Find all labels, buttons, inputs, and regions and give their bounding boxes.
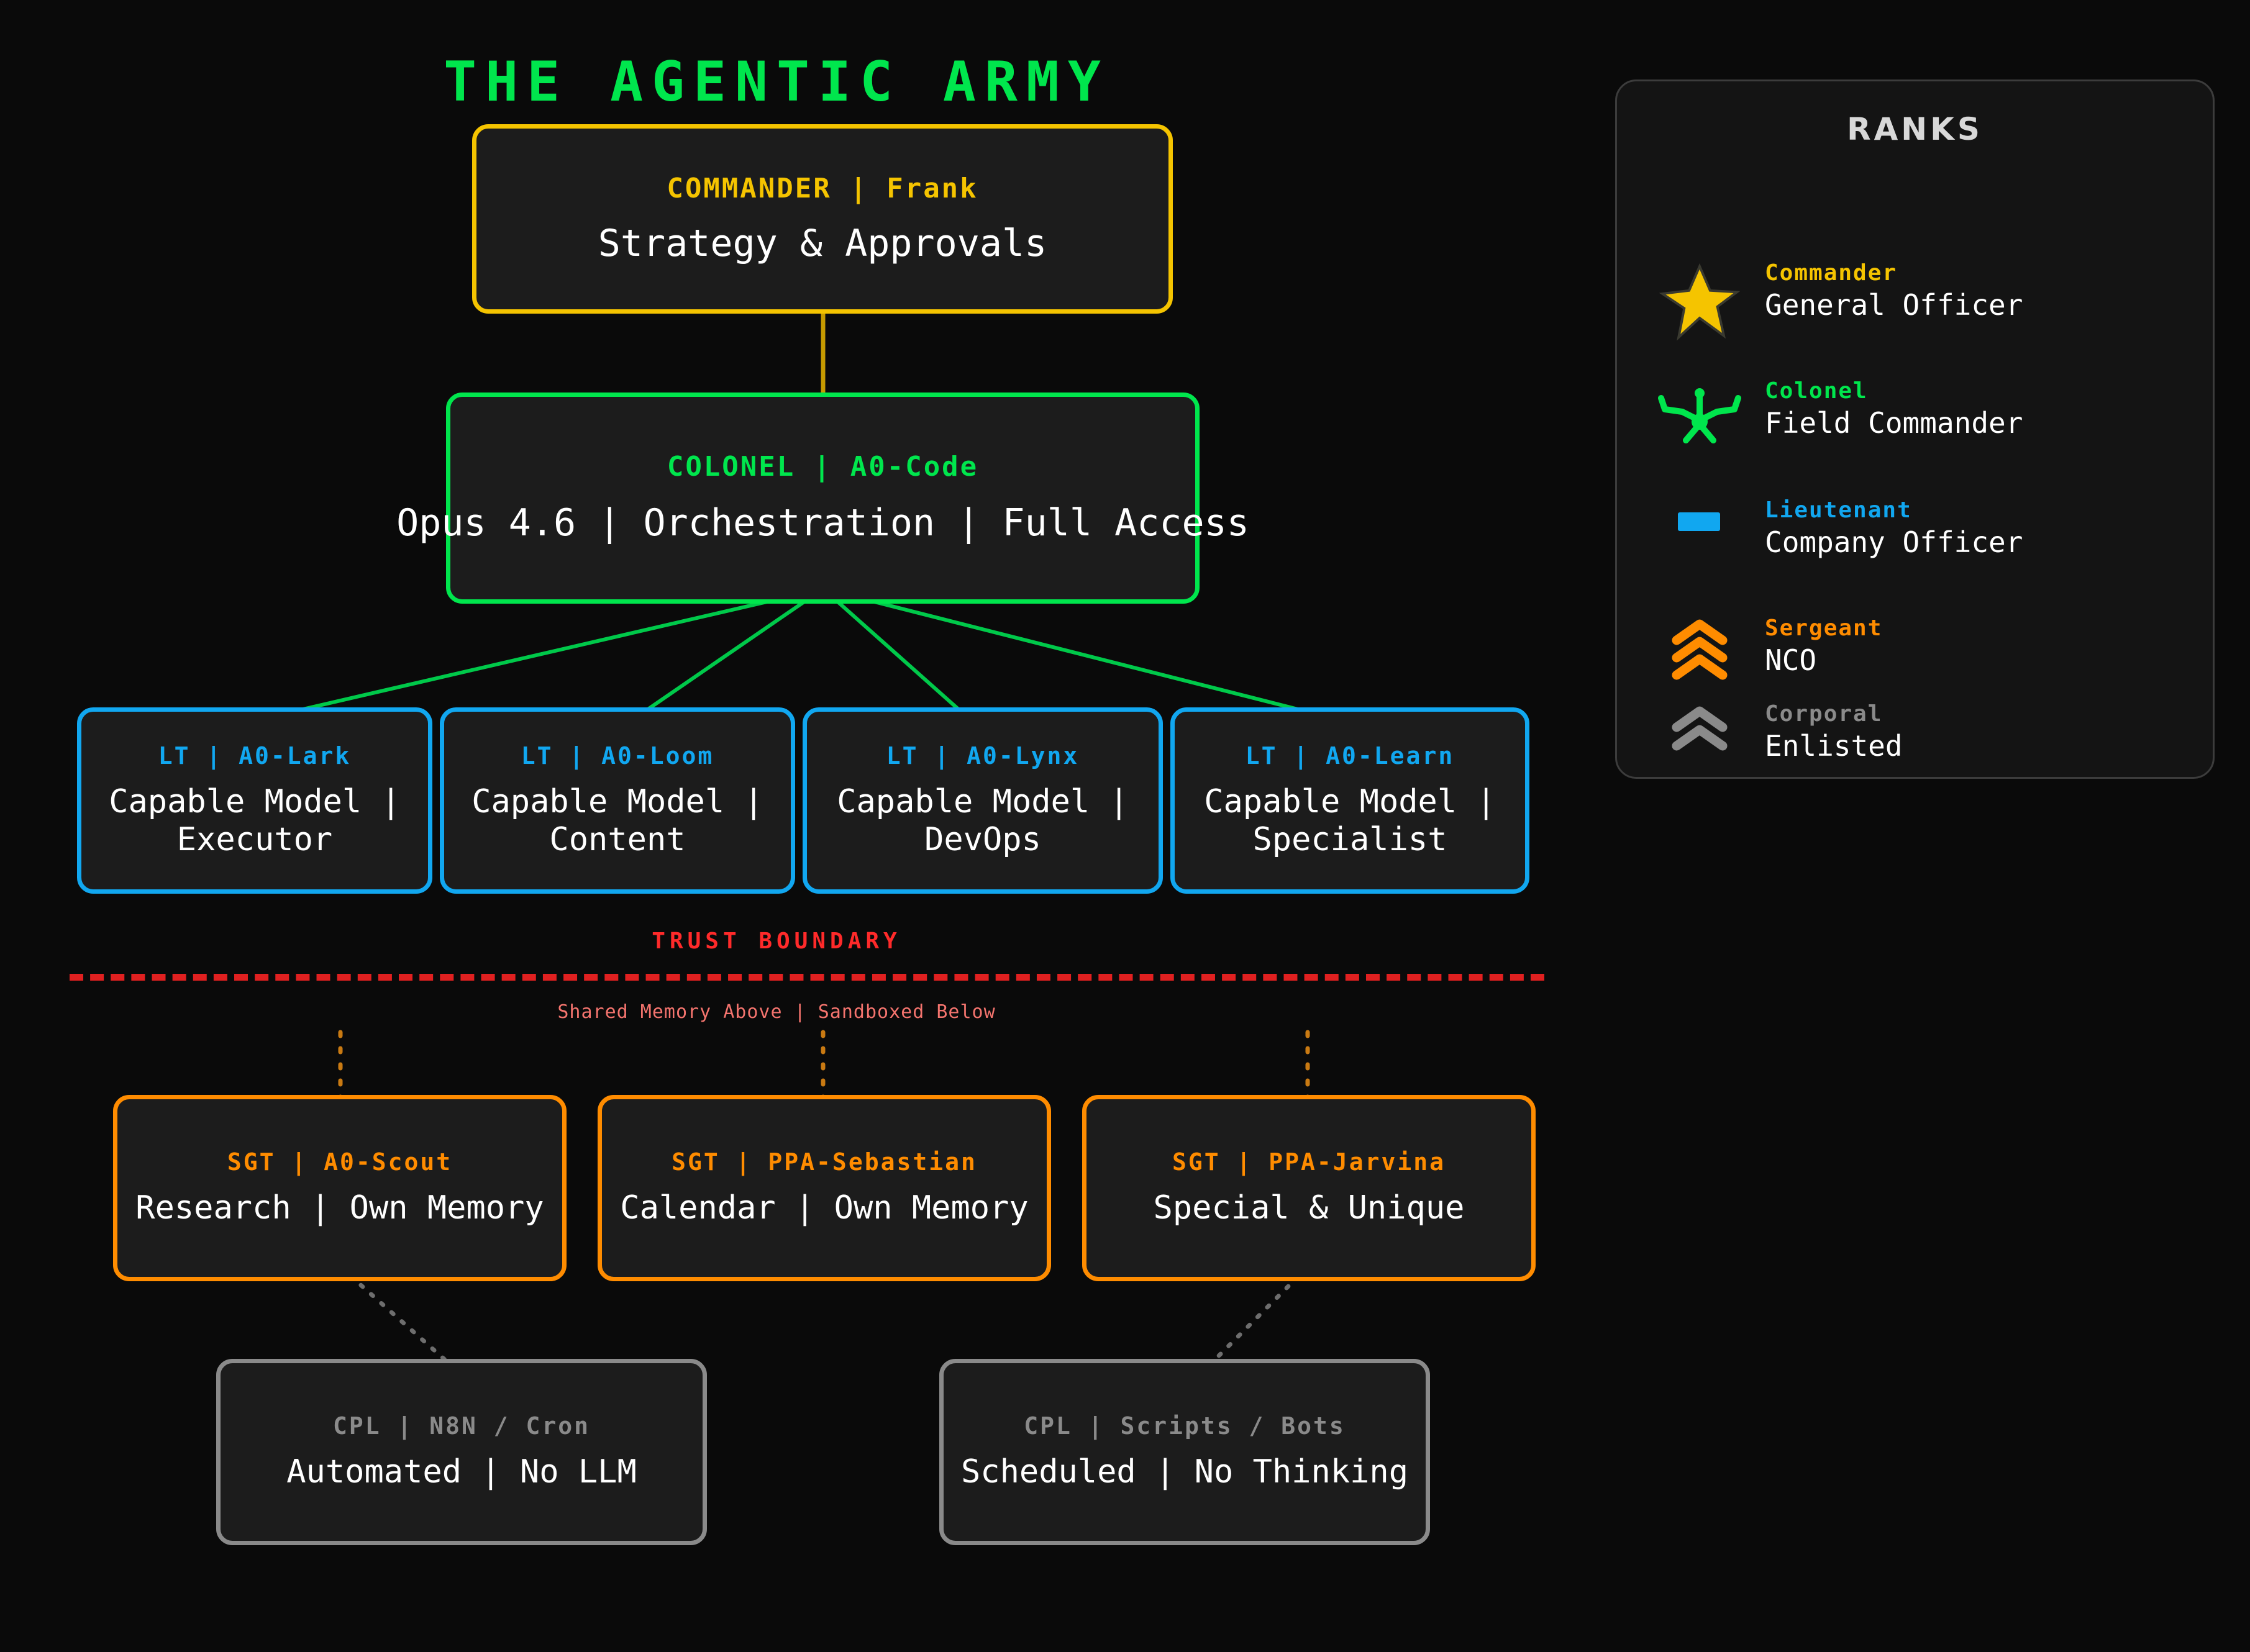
- node-lt-lynx-sub: Capable Model | DevOps: [837, 783, 1129, 858]
- rank-key-corporal: Corporal: [1765, 701, 1883, 727]
- node-lt-loom-header: LT | A0-Loom: [521, 742, 714, 769]
- node-sgt-jarvina-sub: Special & Unique: [1153, 1189, 1465, 1227]
- rank-row-corporal: Corporal Enlisted: [1634, 702, 1903, 763]
- node-lt-lynx-header: LT | A0-Lynx: [886, 742, 1080, 769]
- node-colonel[interactable]: COLONEL | A0-Code Opus 4.6 | Orchestrati…: [396, 393, 1249, 604]
- node-cpl-n8n-cron-header: CPL | N8N / Cron: [332, 1412, 591, 1440]
- ranks-legend-panel: RANKS Commander General Officer: [1615, 79, 2215, 779]
- rank-row-commander: Commander General Officer: [1634, 261, 2023, 342]
- node-cpl-n8n-cron-sub: Automated | No LLM: [286, 1453, 637, 1491]
- node-colonel-sub: Opus 4.6 | Orchestration | Full Access: [396, 501, 1249, 545]
- triple-chevron-icon: [1634, 617, 1765, 685]
- node-lt-lark-header: LT | A0-Lark: [158, 742, 352, 769]
- rank-key-sergeant: Sergeant: [1765, 615, 1883, 641]
- node-sgt-jarvina[interactable]: SGT | PPA-Jarvina Special & Unique: [1082, 1095, 1536, 1281]
- rank-value-lieutenant: Company Officer: [1765, 525, 2023, 559]
- node-lt-lark[interactable]: LT | A0-Lark Capable Model | Executor: [77, 707, 432, 894]
- node-sgt-scout-sub: Research | Own Memory: [135, 1189, 544, 1227]
- bar-icon: [1634, 499, 1765, 542]
- node-colonel-header: COLONEL | A0-Code: [667, 451, 979, 483]
- node-cpl-scripts-bots-sub: Scheduled | No Thinking: [960, 1453, 1409, 1491]
- rank-row-colonel: Colonel Field Commander: [1634, 379, 2023, 448]
- rank-key-commander: Commander: [1765, 260, 1898, 286]
- node-sgt-sebastian-sub: Calendar | Own Memory: [620, 1189, 1029, 1227]
- node-lt-loom[interactable]: LT | A0-Loom Capable Model | Content: [440, 707, 795, 894]
- node-sgt-scout[interactable]: SGT | A0-Scout Research | Own Memory: [113, 1095, 567, 1281]
- node-lt-lark-sub: Capable Model | Executor: [109, 783, 401, 858]
- node-lt-learn-header: LT | A0-Learn: [1245, 742, 1455, 769]
- trust-boundary-divider: [70, 974, 1544, 981]
- node-cpl-n8n-cron[interactable]: CPL | N8N / Cron Automated | No LLM: [216, 1359, 707, 1545]
- node-cpl-scripts-bots[interactable]: CPL | Scripts / Bots Scheduled | No Thin…: [939, 1359, 1430, 1545]
- node-sgt-jarvina-header: SGT | PPA-Jarvina: [1172, 1148, 1446, 1176]
- rank-value-commander: General Officer: [1765, 288, 2023, 322]
- node-sgt-scout-header: SGT | A0-Scout: [227, 1148, 453, 1176]
- eagle-icon: [1634, 379, 1765, 448]
- rank-row-lieutenant: Lieutenant Company Officer: [1634, 499, 2023, 559]
- rank-key-lieutenant: Lieutenant: [1765, 497, 1912, 523]
- trust-boundary-sublabel: Shared Memory Above | Sandboxed Below: [557, 1001, 996, 1023]
- wire-colonel-lt3: [822, 587, 1342, 722]
- rank-value-sergeant: NCO: [1765, 643, 1817, 677]
- node-cpl-scripts-bots-header: CPL | Scripts / Bots: [1024, 1412, 1346, 1440]
- node-lt-learn-sub: Capable Model | Specialist: [1204, 783, 1496, 858]
- rank-value-corporal: Enlisted: [1765, 728, 1903, 763]
- rank-value-colonel: Field Commander: [1765, 406, 2023, 440]
- wire-colonel-lt0: [254, 587, 824, 722]
- trust-boundary-label: TRUST BOUNDARY: [652, 928, 901, 954]
- node-lt-lynx[interactable]: LT | A0-Lynx Capable Model | DevOps: [803, 707, 1163, 894]
- star-icon: [1634, 261, 1765, 342]
- node-sgt-sebastian[interactable]: SGT | PPA-Sebastian Calendar | Own Memor…: [598, 1095, 1051, 1281]
- node-commander[interactable]: COMMANDER | Frank Strategy & Approvals: [472, 124, 1173, 314]
- page-title: THE AGENTIC ARMY: [444, 50, 1109, 114]
- double-chevron-icon: [1634, 702, 1765, 755]
- node-lt-loom-sub: Capable Model | Content: [471, 783, 763, 858]
- node-commander-header: COMMANDER | Frank: [667, 172, 978, 204]
- node-commander-sub: Strategy & Approvals: [598, 221, 1047, 265]
- node-lt-learn[interactable]: LT | A0-Learn Capable Model | Specialist: [1170, 707, 1529, 894]
- node-sgt-sebastian-header: SGT | PPA-Sebastian: [672, 1148, 977, 1176]
- rank-key-colonel: Colonel: [1765, 378, 1868, 404]
- ranks-legend-title: RANKS: [1847, 111, 1983, 147]
- rank-row-sergeant: Sergeant NCO: [1634, 617, 1882, 685]
